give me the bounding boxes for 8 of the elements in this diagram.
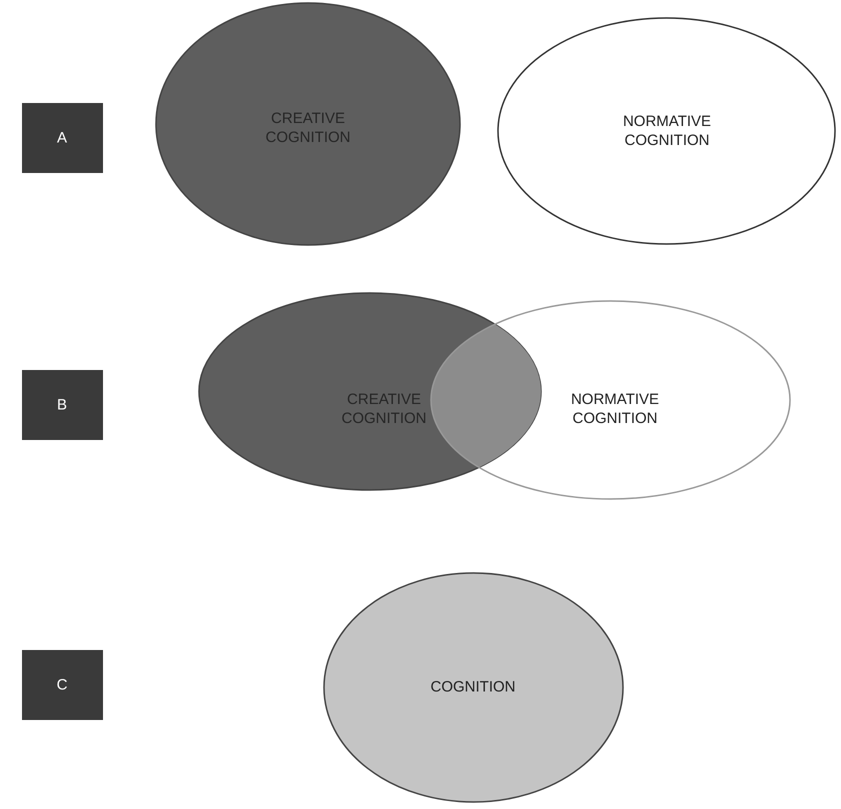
ellipse-label: NORMATIVE COGNITION — [622, 112, 712, 150]
ellipse-label: NORMATIVE COGNITION — [570, 390, 660, 428]
panel-letter: A — [56, 128, 68, 148]
ellipse-label: COGNITION — [430, 678, 516, 696]
ellipse-label: CREATIVE COGNITION — [264, 109, 352, 147]
panel-letter: C — [56, 676, 68, 694]
panel-letter: B — [56, 396, 68, 414]
ellipse-label: CREATIVE COGNITION — [340, 390, 428, 428]
